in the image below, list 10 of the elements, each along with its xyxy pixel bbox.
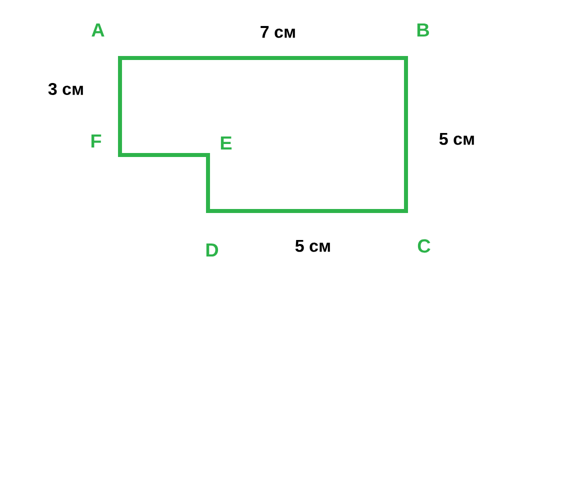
dimension-label: 5 см: [439, 133, 474, 145]
vertex-label: A: [92, 23, 104, 37]
vertex-label: C: [418, 239, 430, 253]
vertex-label: F: [91, 134, 102, 148]
dimension-label: 3 см: [48, 82, 83, 96]
dimension-label: 7 см: [260, 26, 295, 38]
vertex-label: B: [417, 23, 429, 37]
vertex-label: D: [206, 243, 218, 257]
vertex-label: E: [220, 136, 232, 150]
dimension-label: 5 см: [295, 240, 330, 252]
